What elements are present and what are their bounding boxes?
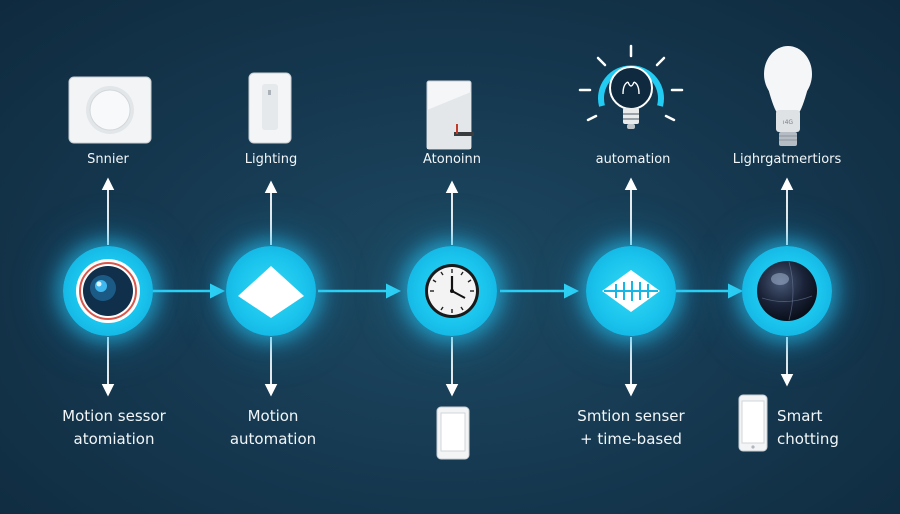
bottom-label-2-line1: Motion [247,407,299,425]
top-label-3: Atonoinn [423,152,481,167]
glowing-bulb-icon [576,44,686,148]
tablet-device [436,406,470,460]
node-lighting [226,246,316,336]
bottom-label-5: Smart chotting [777,405,839,451]
bottom-label-1: Motion sessor atomiation [62,405,166,451]
top-label-2: Lighting [244,152,298,167]
bottom-label-2: Motion automation [230,405,316,451]
motion-sensor-device [68,76,152,144]
top-label-4: automation [595,152,671,167]
bottom-label-5-line1: Smart [777,407,823,425]
bottom-label-5-line2: chotting [777,430,839,448]
node-motion-sensor [63,246,153,336]
light-switch-device [248,72,292,144]
node-time-based [586,246,676,336]
door-sensor-device [426,80,478,150]
smartphone-device [738,394,768,452]
clock-icon [425,264,479,318]
smart-bulb-device: ı4G [762,44,814,150]
top-label-5: Lighrgatmertiors [732,152,842,167]
top-label-1: Snnier [87,152,129,167]
node-smart-control [742,246,832,336]
bottom-label-2-line2: automation [229,430,317,448]
bottom-label-4: Smtion senser + time-based [577,405,684,451]
bottom-label-4-line2: + time-based [580,430,682,448]
diamond-icon [238,266,304,318]
bottom-label-4-line1: Smtion senser [577,407,685,425]
bottom-label-1-line2: atomiation [73,430,155,448]
sphere-icon [757,261,817,321]
svg-text:ı4G: ı4G [783,119,793,126]
camera-lens-icon [76,259,140,323]
bottom-label-1-line1: Motion sessor [62,407,166,425]
node-automation [407,246,497,336]
waveform-icon [602,270,660,312]
